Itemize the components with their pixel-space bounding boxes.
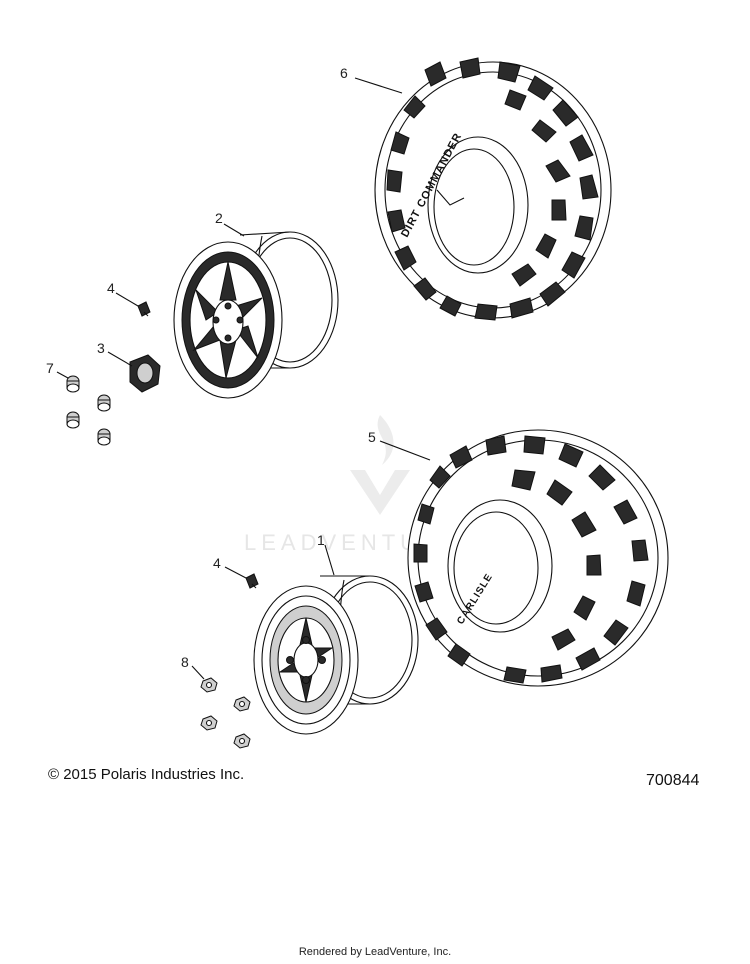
front-tire[interactable]: CARLISLE: [407, 429, 669, 687]
lug-nut: [200, 715, 218, 731]
leadventure-watermark-logo: [350, 415, 410, 515]
callout-5: 5: [368, 429, 376, 445]
rear-tire[interactable]: DIRT COMMANDER: [374, 57, 612, 321]
rendered-by-text: Rendered by LeadVenture, Inc.: [298, 946, 452, 958]
front-tire-tread: [413, 435, 649, 684]
callout-4-lower: 4: [213, 555, 221, 571]
drawing-number: 700844: [646, 772, 700, 789]
rear-wheel-rim[interactable]: [173, 231, 339, 399]
center-cap[interactable]: [129, 354, 161, 393]
callout-6: 6: [340, 65, 348, 81]
valve-stem-upper[interactable]: [137, 301, 151, 317]
copyright-text: © 2015 Polaris Industries Inc.: [48, 766, 245, 783]
callout-3: 3: [97, 340, 105, 356]
front-wheel-rim[interactable]: [253, 575, 419, 735]
rear-wheel-spokes: [192, 261, 263, 379]
lug-nuts-rear[interactable]: [66, 375, 111, 446]
leader-lines: [56, 77, 431, 680]
lug-nut: [97, 394, 111, 412]
lug-nut: [200, 677, 218, 693]
lug-nut: [233, 696, 251, 712]
rear-tire-tread: [386, 57, 599, 321]
valve-stem-lower[interactable]: [245, 573, 259, 589]
lug-nut: [97, 428, 111, 446]
lug-nuts-front[interactable]: [200, 677, 251, 749]
callout-8: 8: [181, 654, 189, 670]
lug-nut: [66, 411, 80, 429]
callout-2: 2: [215, 210, 223, 226]
callout-4-upper: 4: [107, 280, 115, 296]
lug-nut: [233, 733, 251, 749]
callout-7: 7: [46, 360, 54, 376]
lug-nut: [66, 375, 80, 393]
callout-1: 1: [317, 532, 325, 548]
